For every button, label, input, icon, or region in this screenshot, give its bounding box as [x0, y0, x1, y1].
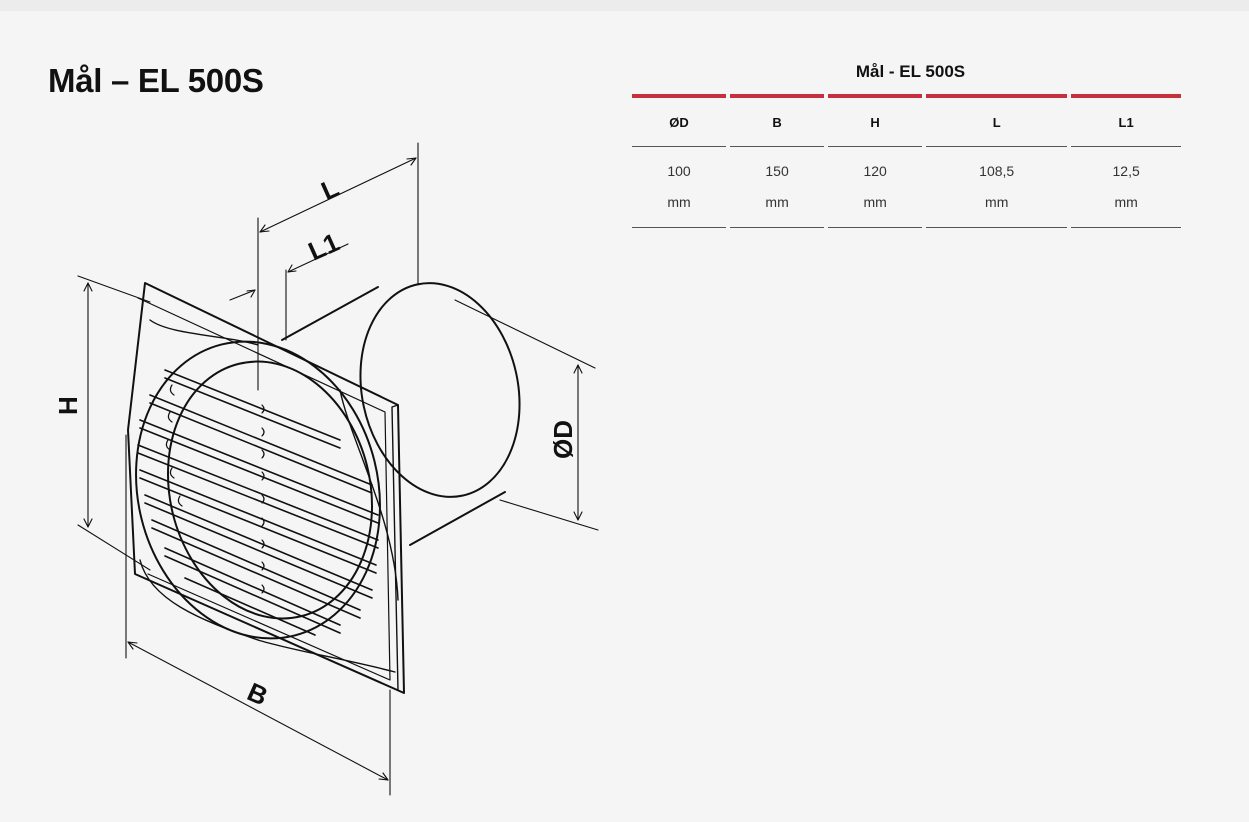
fan-dimension-drawing: L L1 H ØD B: [53, 142, 599, 796]
cell-unit: mm: [1114, 194, 1138, 210]
plate-swoosh: [339, 389, 399, 601]
plate-edge: [391, 404, 399, 691]
cell-value: 108,5: [979, 163, 1015, 179]
table-header-row: ØD B H L L1: [632, 94, 1181, 147]
cell-value: 120: [863, 163, 887, 179]
duct-end: [359, 282, 521, 498]
spec-table-section: Mål - EL 500S ØD B H L L1 100 mm 150 mm: [632, 62, 1189, 228]
table-row: 100 mm 150 mm 120 mm 108,5 mm 12,5 mm: [632, 147, 1181, 228]
column-header-h: H: [828, 94, 923, 147]
grille-louvres: [137, 369, 379, 636]
cell-value: 12,5: [1112, 163, 1140, 179]
duct-bottom-edge: [409, 491, 506, 546]
duct-top-edge: [281, 286, 379, 341]
label-h: H: [53, 396, 83, 415]
cell-b: 150 mm: [730, 147, 825, 228]
cell-unit: mm: [667, 194, 691, 210]
spec-table-title: Mål - EL 500S: [855, 62, 966, 81]
cell-od: 100 mm: [632, 147, 727, 228]
blade-hooks: [165, 384, 265, 594]
cell-value: 100: [667, 163, 691, 179]
column-header-b: B: [730, 94, 825, 147]
page-title: Mål – EL 500S: [48, 62, 264, 99]
top-strip: [0, 0, 1249, 11]
spec-table: ØD B H L L1 100 mm 150 mm 120 mm: [628, 94, 1185, 228]
cell-unit: mm: [765, 194, 789, 210]
cell-unit: mm: [863, 194, 887, 210]
plate-inner-frame: [137, 297, 391, 681]
label-b: B: [243, 676, 272, 711]
plate-swoosh: [257, 639, 396, 673]
column-header-l1: L1: [1071, 94, 1181, 147]
column-header-l: L: [926, 94, 1068, 147]
cell-unit: mm: [985, 194, 1009, 210]
label-l: L: [317, 172, 344, 206]
column-header-od: ØD: [632, 94, 727, 147]
dimension-lines: [77, 142, 599, 796]
grille-outer-ring: [135, 340, 381, 640]
label-od: ØD: [548, 420, 578, 459]
label-l1: L1: [304, 227, 344, 267]
cell-l1: 12,5 mm: [1071, 147, 1181, 228]
cell-l: 108,5 mm: [926, 147, 1068, 228]
front-plate: [127, 282, 405, 694]
cell-h: 120 mm: [828, 147, 923, 228]
technical-drawing: L L1 H ØD B: [40, 130, 620, 810]
cell-value: 150: [765, 163, 789, 179]
